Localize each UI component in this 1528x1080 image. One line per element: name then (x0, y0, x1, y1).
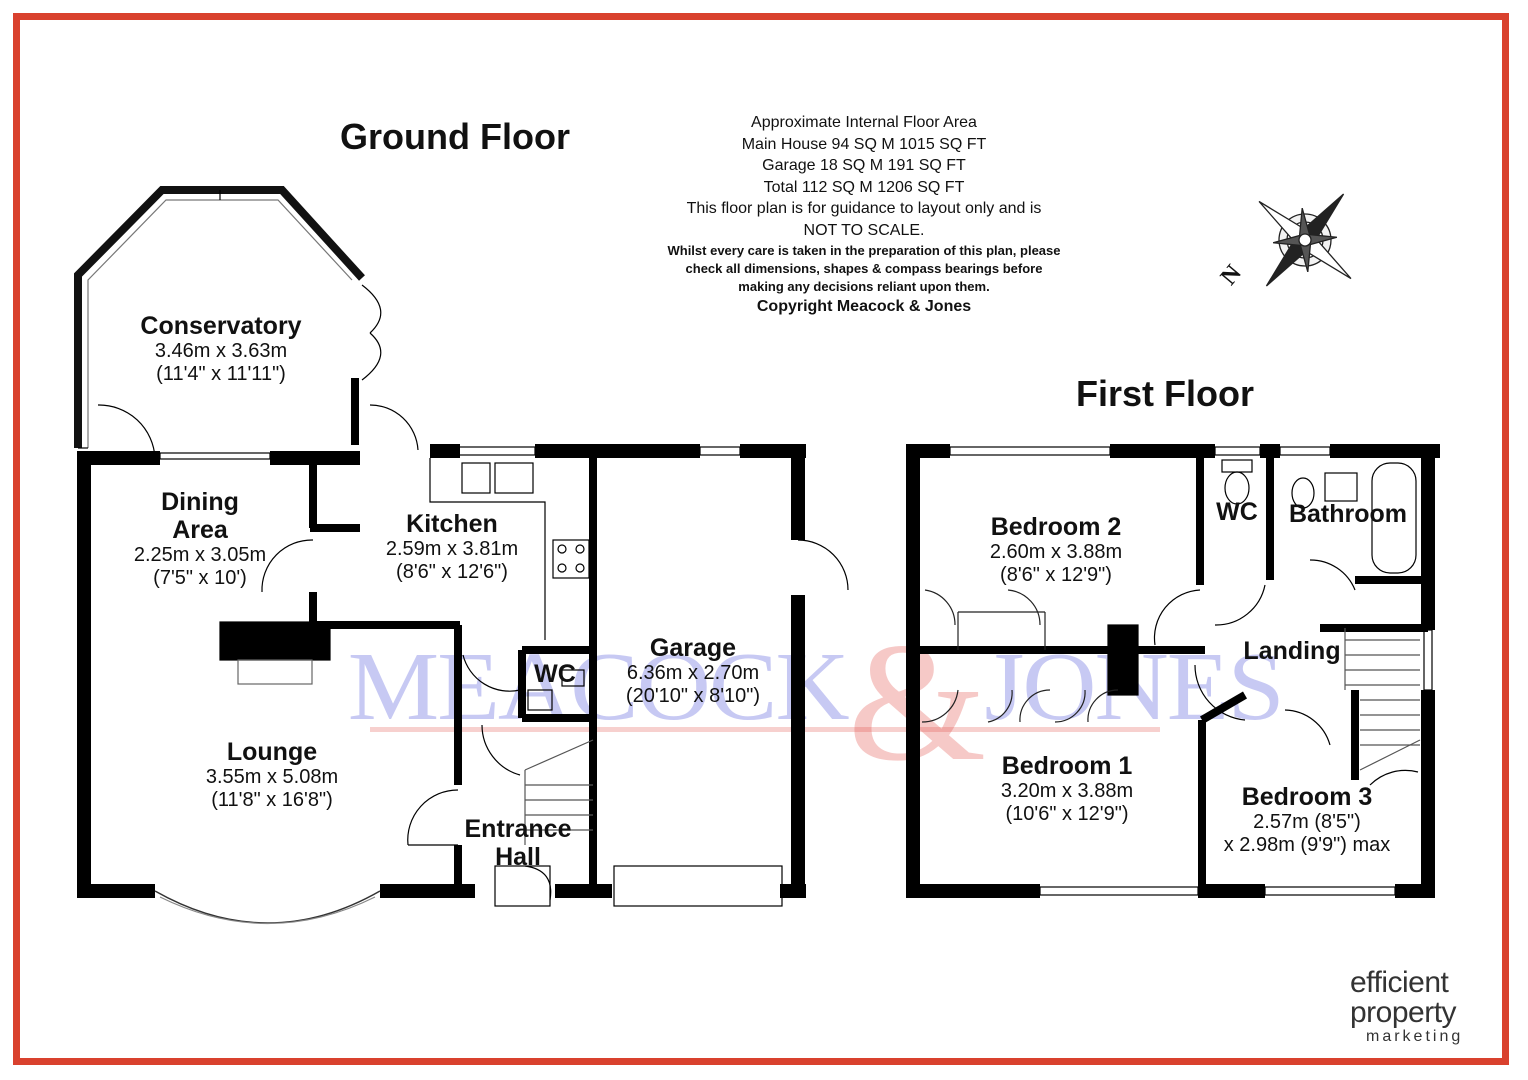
room-bedroom-2: Bedroom 2 2.60m x 3.88m (8'6" x 12'9") (990, 513, 1122, 587)
room-dimensions-metric: 3.20m x 3.88m (1000, 780, 1134, 802)
watermark-underline (370, 727, 1160, 732)
copyright: Copyright Meacock & Jones (756, 297, 972, 315)
room-name: Dining (161, 488, 239, 516)
info-line: Main House 94 SQ M 1015 SQ FT (741, 135, 987, 153)
room-name: Bedroom 2 (990, 513, 1122, 541)
efficient-property-marketing-logo: efficient property marketing (1350, 968, 1500, 1046)
room-kitchen: Kitchen 2.59m x 3.81m (8'6" x 12'6") (386, 510, 518, 584)
room-name: Kitchen (406, 510, 498, 538)
info-line: Approximate Internal Floor Area (751, 114, 977, 131)
room-name: WC (1216, 498, 1258, 526)
room-name: Bedroom 3 (1241, 783, 1373, 811)
disclaimer-line: Whilst every care is taken in the prepar… (667, 242, 1061, 258)
room-name: WC (534, 660, 576, 688)
room-dimensions-metric: 2.59m x 3.81m (385, 538, 519, 560)
room-name: Conservatory (140, 312, 302, 340)
info-line: Garage 18 SQ M 191 SQ FT (762, 157, 966, 175)
room-dimensions-metric: 2.60m x 3.88m (989, 541, 1123, 563)
room-dimensions-imperial: (8'6" x 12'9") (1000, 564, 1112, 586)
room-entrance-hall: Entrance Hall (465, 815, 572, 871)
logo-line: marketing (1366, 1028, 1464, 1045)
room-dimensions-imperial: (11'4" x 11'11") (156, 363, 286, 385)
room-name: Area (172, 516, 228, 544)
room-name: Garage (649, 634, 737, 662)
room-landing: Landing (1243, 637, 1340, 665)
logo-line: property (1350, 996, 1457, 1029)
disclaimer-line: making any decisions reliant upon them. (738, 278, 990, 294)
room-bedroom-1: Bedroom 1 3.20m x 3.88m (10'6" x 12'9") (1001, 752, 1133, 826)
room-conservatory: Conservatory 3.46m x 3.63m (11'4" x 11'1… (140, 312, 301, 386)
room-name: Landing (1243, 637, 1341, 665)
floor-area-info: Approximate Internal Floor Area Main Hou… (614, 112, 1114, 318)
room-dimensions-metric: 2.25m x 3.05m (133, 544, 267, 566)
room-wc-ground: WC (534, 660, 576, 688)
room-dining-area: Dining Area 2.25m x 3.05m (7'5" x 10') (134, 488, 266, 590)
compass-rose-icon (1258, 193, 1352, 287)
room-garage: Garage 6.36m x 2.70m (20'10" x 8'10") (626, 634, 760, 708)
room-dimensions-metric: 3.55m x 5.08m (205, 766, 339, 788)
room-bathroom: Bathroom (1289, 500, 1407, 528)
disclaimer-line: check all dimensions, shapes & compass b… (685, 260, 1043, 276)
room-dimensions-imperial: (10'6" x 12'9") (1005, 803, 1129, 825)
room-name: Hall (495, 843, 541, 871)
room-dimensions-metric: 6.36m x 2.70m (626, 662, 760, 684)
info-line: Total 112 SQ M 1206 SQ FT (763, 178, 965, 196)
info-line: This floor plan is for guidance to layou… (686, 200, 1042, 218)
room-dimensions-imperial: (11'8" x 16'8") (211, 789, 333, 811)
room-bedroom-3: Bedroom 3 2.57m (8'5") x 2.98m (9'9") ma… (1224, 783, 1391, 857)
room-dimensions-metric: 2.57m (8'5") (1253, 811, 1361, 833)
room-dimensions-imperial: (20'10" x 8'10") (625, 685, 761, 707)
first-floor-title: First Floor (1076, 373, 1254, 414)
room-dimensions-imperial: (8'6" x 12'6") (396, 561, 508, 583)
logo-line: efficient (1350, 966, 1449, 999)
room-name: Bedroom 1 (1001, 752, 1133, 780)
info-line: NOT TO SCALE. (803, 221, 925, 239)
conservatory-frame (74, 186, 365, 448)
room-dimensions-imperial: (7'5" x 10') (153, 567, 247, 589)
room-lounge: Lounge 3.55m x 5.08m (11'8" x 16'8") (206, 738, 338, 812)
room-name: Lounge (226, 738, 318, 766)
room-name: Entrance (464, 815, 572, 843)
room-dimensions-metric: 3.46m x 3.63m (154, 340, 288, 362)
room-name: Bathroom (1288, 500, 1408, 528)
room-dimensions-imperial: x 2.98m (9'9") max (1223, 834, 1391, 856)
page-border (13, 13, 1509, 1065)
ground-floor-title: Ground Floor (340, 116, 570, 157)
room-wc-first: WC (1216, 498, 1258, 526)
